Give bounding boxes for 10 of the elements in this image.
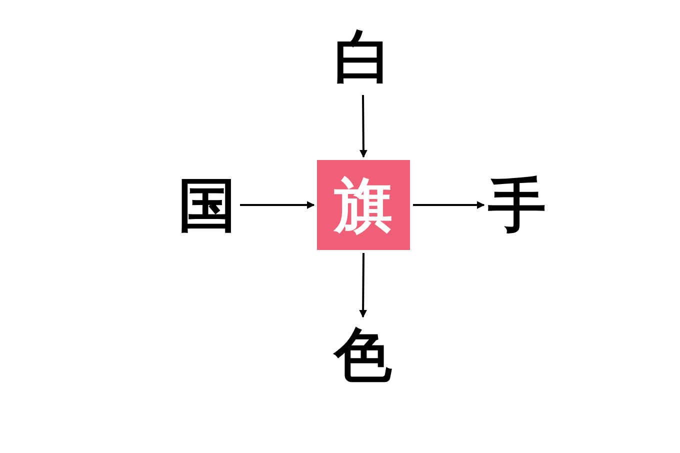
arrow bbox=[240, 201, 315, 209]
arrow bbox=[359, 253, 368, 318]
kanji-text: 国 bbox=[178, 176, 236, 234]
highlight-box bbox=[317, 160, 410, 250]
kanji-text: 手 bbox=[488, 176, 546, 234]
kanji-text: 旗 bbox=[334, 176, 392, 234]
arrow bbox=[413, 201, 485, 209]
kanji-text: 色 bbox=[334, 326, 392, 384]
arrow bbox=[359, 95, 368, 158]
kanji-text: 白 bbox=[334, 28, 392, 86]
